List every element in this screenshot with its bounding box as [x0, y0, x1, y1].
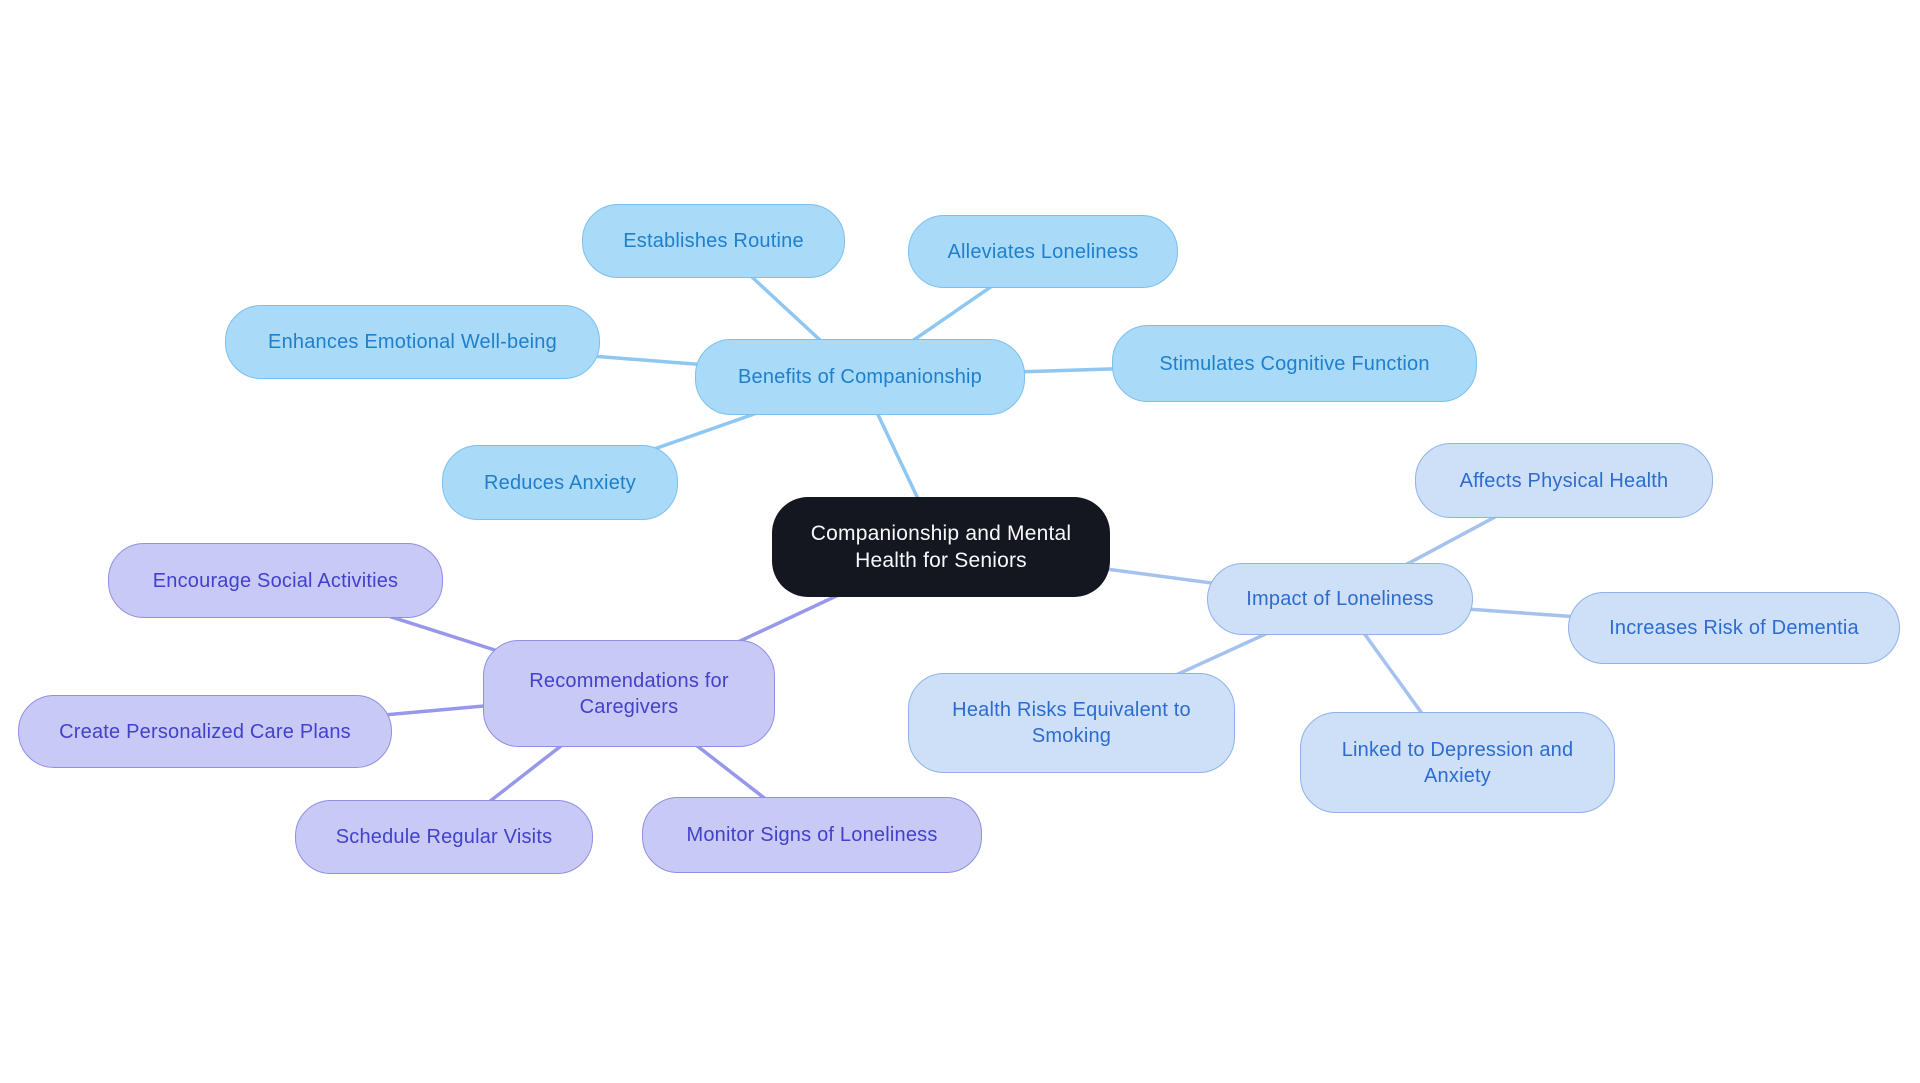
node-health-risks-equivalent-smoking[interactable]: Health Risks Equivalent to Smoking — [908, 673, 1235, 773]
node-alleviates-loneliness[interactable]: Alleviates Loneliness — [908, 215, 1178, 288]
node-enhances-emotional-wellbeing[interactable]: Enhances Emotional Well-being — [225, 305, 600, 379]
node-linked-depression-anxiety[interactable]: Linked to Depression and Anxiety — [1300, 712, 1615, 813]
node-create-personalized-care-plans[interactable]: Create Personalized Care Plans — [18, 695, 392, 768]
node-increases-risk-of-dementia[interactable]: Increases Risk of Dementia — [1568, 592, 1900, 664]
node-central-topic[interactable]: Companionship and Mental Health for Seni… — [772, 497, 1110, 597]
node-reduces-anxiety[interactable]: Reduces Anxiety — [442, 445, 678, 520]
node-monitor-signs-of-loneliness[interactable]: Monitor Signs of Loneliness — [642, 797, 982, 873]
node-schedule-regular-visits[interactable]: Schedule Regular Visits — [295, 800, 593, 874]
node-impact-of-loneliness[interactable]: Impact of Loneliness — [1207, 563, 1473, 635]
node-recommendations-for-caregivers[interactable]: Recommendations for Caregivers — [483, 640, 775, 747]
node-affects-physical-health[interactable]: Affects Physical Health — [1415, 443, 1713, 518]
node-establishes-routine[interactable]: Establishes Routine — [582, 204, 845, 278]
node-stimulates-cognitive-function[interactable]: Stimulates Cognitive Function — [1112, 325, 1477, 402]
node-encourage-social-activities[interactable]: Encourage Social Activities — [108, 543, 443, 618]
node-benefits-of-companionship[interactable]: Benefits of Companionship — [695, 339, 1025, 415]
